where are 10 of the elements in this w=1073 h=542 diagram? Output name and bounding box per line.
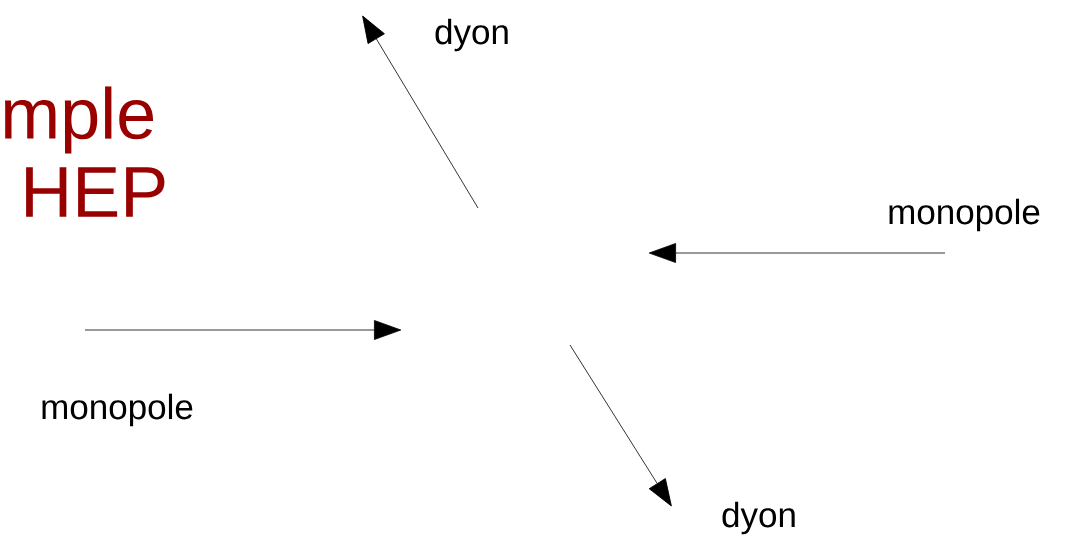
- arrow: [84, 320, 402, 340]
- title-text: mple: [5, 86, 154, 154]
- node-label: dyon: [722, 501, 795, 535]
- title-text: HEP: [26, 167, 165, 217]
- arrow: [569, 344, 672, 507]
- node-label: monopole: [889, 198, 1040, 232]
- arrow: [648, 243, 946, 263]
- node-label: monopole: [42, 393, 193, 427]
- arrow: [362, 15, 479, 209]
- node-label: dyon: [435, 18, 508, 52]
